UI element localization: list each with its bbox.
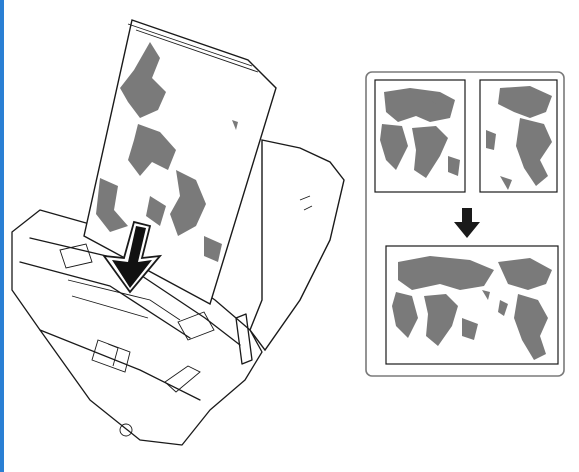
world-map-right-half xyxy=(480,80,557,192)
world-map-left-half xyxy=(375,80,465,192)
world-map-merged xyxy=(386,246,558,364)
